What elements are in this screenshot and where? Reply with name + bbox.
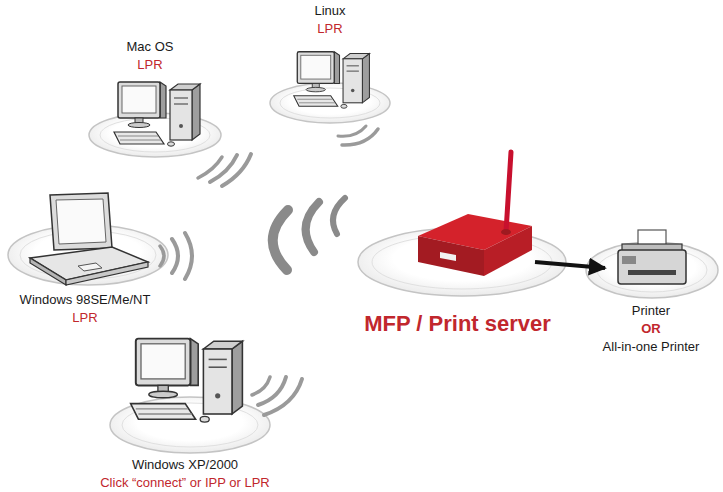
wave-arc <box>222 154 251 186</box>
xp-computer <box>110 339 270 453</box>
label-group: LinuxLPR <box>268 2 392 38</box>
label-group: Windows XP/2000Click “connect” or IPP or… <box>78 456 292 492</box>
connector-arrow <box>535 262 605 268</box>
os-label: Linux <box>314 2 345 20</box>
wave-arc <box>258 377 286 405</box>
platform-ring <box>597 248 707 292</box>
os-label: Mac OS <box>127 38 174 56</box>
wave-arc <box>264 379 302 415</box>
protocol-label: LPR <box>317 20 342 38</box>
server-waves <box>273 198 345 270</box>
desktop-computer <box>294 52 370 108</box>
or-label: OR <box>641 320 661 338</box>
device-label: All-in-one Printer <box>603 338 700 356</box>
protocol-label: LPR <box>72 309 97 327</box>
laptop-lid <box>50 193 112 250</box>
wave-arc <box>338 126 366 136</box>
os-label: Windows XP/2000 <box>132 456 238 474</box>
device-front <box>418 236 484 276</box>
label-group: PrinterORAll-in-one Printer <box>605 302 697 356</box>
device-side <box>484 226 532 276</box>
os-label: Windows 98SE/Me/NT <box>20 291 151 309</box>
printer-node: PrinterORAll-in-one Printer <box>605 228 697 356</box>
desktop-computer <box>131 339 243 422</box>
protocol-label: LPR <box>137 56 162 74</box>
touchpad <box>78 263 102 271</box>
antenna-base <box>501 229 511 235</box>
laptop-computer <box>8 193 168 285</box>
computer-node: Mac OSLPR <box>84 38 216 160</box>
wave-arc <box>273 210 288 270</box>
control-panel <box>622 256 636 264</box>
platform-disc <box>586 242 718 298</box>
wave-arc <box>185 233 192 279</box>
protocol-label: Click “connect” or IPP or LPR <box>100 474 270 492</box>
usb-port <box>440 252 456 261</box>
device-label: Printer <box>632 302 670 320</box>
label-group: Windows 98SE/Me/NTLPR <box>5 291 165 327</box>
computer-node: Windows XP/2000Click “connect” or IPP or… <box>78 335 292 492</box>
desktop-computer <box>114 82 200 146</box>
computer-node: LinuxLPR <box>268 2 392 128</box>
output-slot <box>628 270 676 275</box>
laptop-screen <box>56 199 106 244</box>
label-group: Mac OSLPR <box>84 38 216 74</box>
printer-device <box>586 230 718 298</box>
printer-body <box>618 250 686 284</box>
wave-arc <box>252 377 270 395</box>
print-server-node: MFP / Print server <box>380 150 535 337</box>
print-server-device <box>358 152 566 296</box>
laptop-node: Windows 98SE/Me/NTLPR <box>5 190 165 327</box>
wave-arc <box>172 239 178 273</box>
wave-arc <box>333 198 345 234</box>
linux-computer <box>270 52 390 123</box>
wireless-waves <box>160 126 378 415</box>
wave-arc <box>160 246 164 266</box>
wave-arc <box>306 202 319 252</box>
label-group: MFP / Print server <box>380 311 535 337</box>
mac-computer <box>89 82 221 157</box>
wave-arc <box>342 129 378 145</box>
device-title: MFP / Print server <box>364 311 551 337</box>
laptop-edge <box>30 258 66 285</box>
laptop-edge <box>66 262 148 285</box>
antenna <box>506 152 511 232</box>
